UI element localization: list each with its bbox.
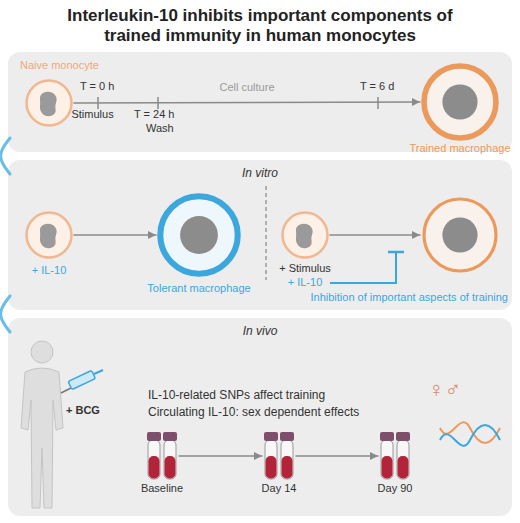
cell-membrane [27,213,72,258]
tube-cap [163,432,177,441]
cell-membrane [27,81,72,126]
tube-body [164,440,176,479]
tube-body [265,440,277,479]
node-text: Naive monocyte [20,59,99,72]
section-connector [1,296,10,332]
node-text: Trained macrophage [409,142,510,155]
node-text: In vitro [242,166,278,180]
monocyte-cell: Naive monocyte [24,78,74,128]
monocyte-cell-shape [280,210,330,260]
tube-cap [280,432,294,441]
tube-body [381,440,393,479]
blood-tubes: Day 14 [262,432,296,480]
macrophage-cell: Inhibition of important aspects of train… [420,195,500,275]
node-text: Day 14 [262,482,297,495]
blood-tubes-shape [145,432,179,480]
node-text: + IL-10 [288,276,323,289]
trained-macrophage-cell-shape [420,62,500,142]
node-text: T = 6 d [360,80,394,93]
tube-cap [380,432,394,441]
tube-body [281,440,293,479]
tube-blood [266,456,277,479]
node-text: + BCG [66,404,100,417]
figure-title: Interleukin-10 inhibits important compon… [44,6,476,46]
cell-membrane [160,196,237,273]
tolerant-macrophage-cell: Tolerant macrophage [156,192,242,278]
macrophage-cell-shape [420,195,500,275]
monocyte-cell: + IL-10 [24,210,74,260]
tube-blood [149,456,160,479]
cell-nucleus [180,216,218,254]
cell-nucleus [40,224,57,248]
tube-body [148,440,160,479]
node-text: T = 0 h [80,80,114,93]
cell-membrane [424,66,496,138]
node-text: ♀♂ [428,378,461,402]
node-text: Tolerant macrophage [147,282,250,295]
tube-blood [282,456,293,479]
blood-tubes-shape [262,432,296,480]
section-band: In vitro+ IL-10Tolerant macrophage+ Stim… [8,160,512,310]
section-band: T = 0 h+ StimulusT = 24 hWashT = 6 dNaiv… [8,52,512,152]
cell-nucleus [442,84,477,119]
edge-label: Cell culture [219,81,274,94]
tube-blood [165,456,176,479]
tube-cap [147,432,161,441]
tube-blood [398,456,409,479]
tolerant-macrophage-cell-shape [156,192,242,278]
flow-arrow [74,102,420,103]
blood-tubes: Baseline [145,432,179,480]
cell-membrane [424,199,496,271]
node-text: Inhibition of important aspects of train… [310,291,508,304]
blood-tubes: Day 90 [378,432,412,480]
node-text: Day 90 [378,482,413,495]
node-text: In vivo [243,324,278,338]
flow-arrow [74,234,156,236]
node-text: IL-10-related SNPs affect training [148,388,325,402]
node-text: + IL-10 [32,264,67,277]
flow-arrow [296,455,378,457]
node-text: Baseline [141,482,183,495]
monocyte-cell-shape [24,78,74,128]
cell-nucleus [296,224,313,248]
node-text: Circulating IL-10: sex dependent effects [148,405,359,419]
section-connector [1,138,10,174]
cell-nucleus [40,92,57,116]
tube-cap [396,432,410,441]
flow-arrow [179,455,262,457]
node-text: T = 24 h [134,108,174,121]
node-text: Wash [146,122,174,135]
section-band: In vivo + BCG IL-10-related SNPs affect tr… [8,318,512,516]
monocyte-cell-shape [24,210,74,260]
tube-body [397,440,409,479]
cell-nucleus [442,217,477,252]
blood-tubes-shape [378,432,412,480]
monocyte-cell: + Stimulus+ IL-10 [280,210,330,260]
tube-blood [382,456,393,479]
node-text: + Stimulus [279,262,331,275]
cell-membrane [283,213,328,258]
trained-macrophage-cell: Trained macrophage [420,62,500,142]
tube-cap [264,432,278,441]
flow-arrow [330,234,420,236]
